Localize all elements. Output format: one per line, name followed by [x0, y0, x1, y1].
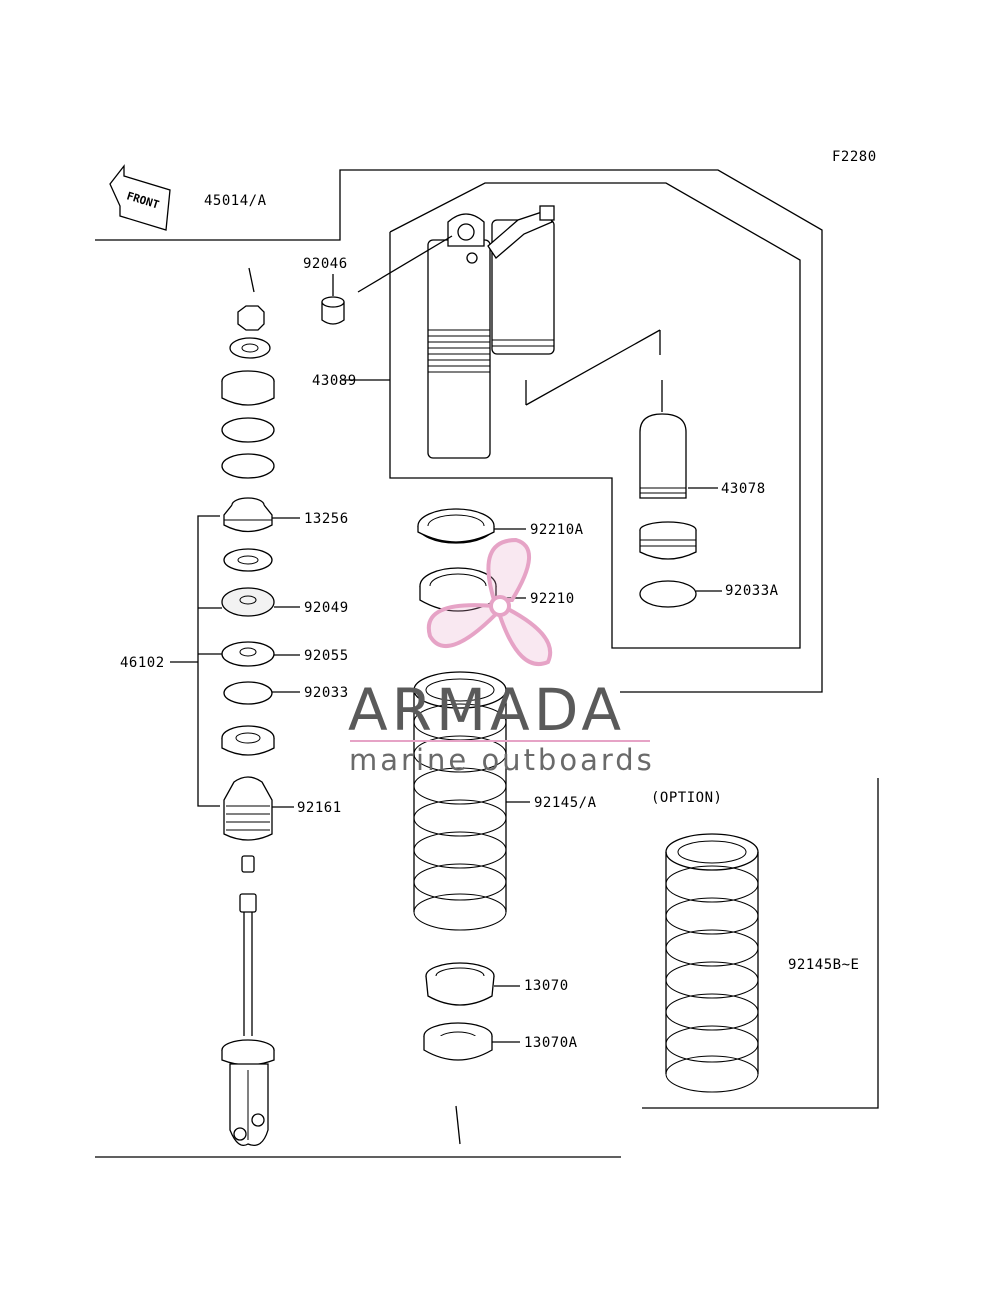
label-45014a: 45014/A: [204, 193, 267, 209]
reservoir-cap: [639, 521, 697, 560]
label-92145b-e: 92145B~E: [788, 957, 859, 973]
label-92161: 92161: [297, 800, 342, 816]
label-43089: 43089: [312, 373, 357, 389]
watermark-brand: ARMADA: [348, 676, 625, 744]
label-92033a: 92033A: [725, 583, 779, 599]
option-label: (OPTION): [651, 790, 722, 806]
group-frame-lines: [95, 169, 879, 1158]
bushing-92046: [321, 235, 453, 325]
label-92046: 92046: [303, 256, 348, 272]
label-92210a: 92210A: [530, 522, 584, 538]
part-labels: 45014/A 92046 43089 43078 13256 92210A 9…: [120, 193, 859, 1051]
spring-92145a: [413, 671, 530, 931]
label-13256: 13256: [304, 511, 349, 527]
label-92145a: 92145/A: [534, 795, 597, 811]
lock-nut-92210: [419, 567, 526, 612]
label-13070: 13070: [524, 978, 569, 994]
label-92049: 92049: [304, 600, 349, 616]
spring-seat-13070: [425, 962, 520, 1006]
label-92033: 92033: [304, 685, 349, 701]
watermark-tagline: marine outboards: [349, 743, 655, 777]
o-ring-92033a: [639, 580, 697, 608]
label-92055: 92055: [304, 648, 349, 664]
figure-code: F2280: [832, 149, 877, 165]
front-arrow-icon: FRONT: [109, 164, 171, 231]
shock-absorber-43089: [427, 205, 555, 459]
reservoir-43078: [525, 329, 687, 499]
label-43078: 43078: [721, 481, 766, 497]
label-46102: 46102: [120, 655, 165, 671]
label-13070a: 13070A: [524, 1035, 578, 1051]
watermark: ARMADA marine outboards: [348, 537, 655, 777]
lock-nut-92210a: [417, 508, 526, 544]
spring-seat-13070a: [423, 1022, 520, 1145]
left-stack: [221, 267, 275, 1147]
leader-lines-left: [272, 274, 722, 808]
label-92210: 92210: [530, 591, 575, 607]
bracket-46102: [170, 515, 222, 807]
spring-92145b-e: [665, 833, 759, 1093]
propeller-logo-icon: [426, 537, 553, 666]
